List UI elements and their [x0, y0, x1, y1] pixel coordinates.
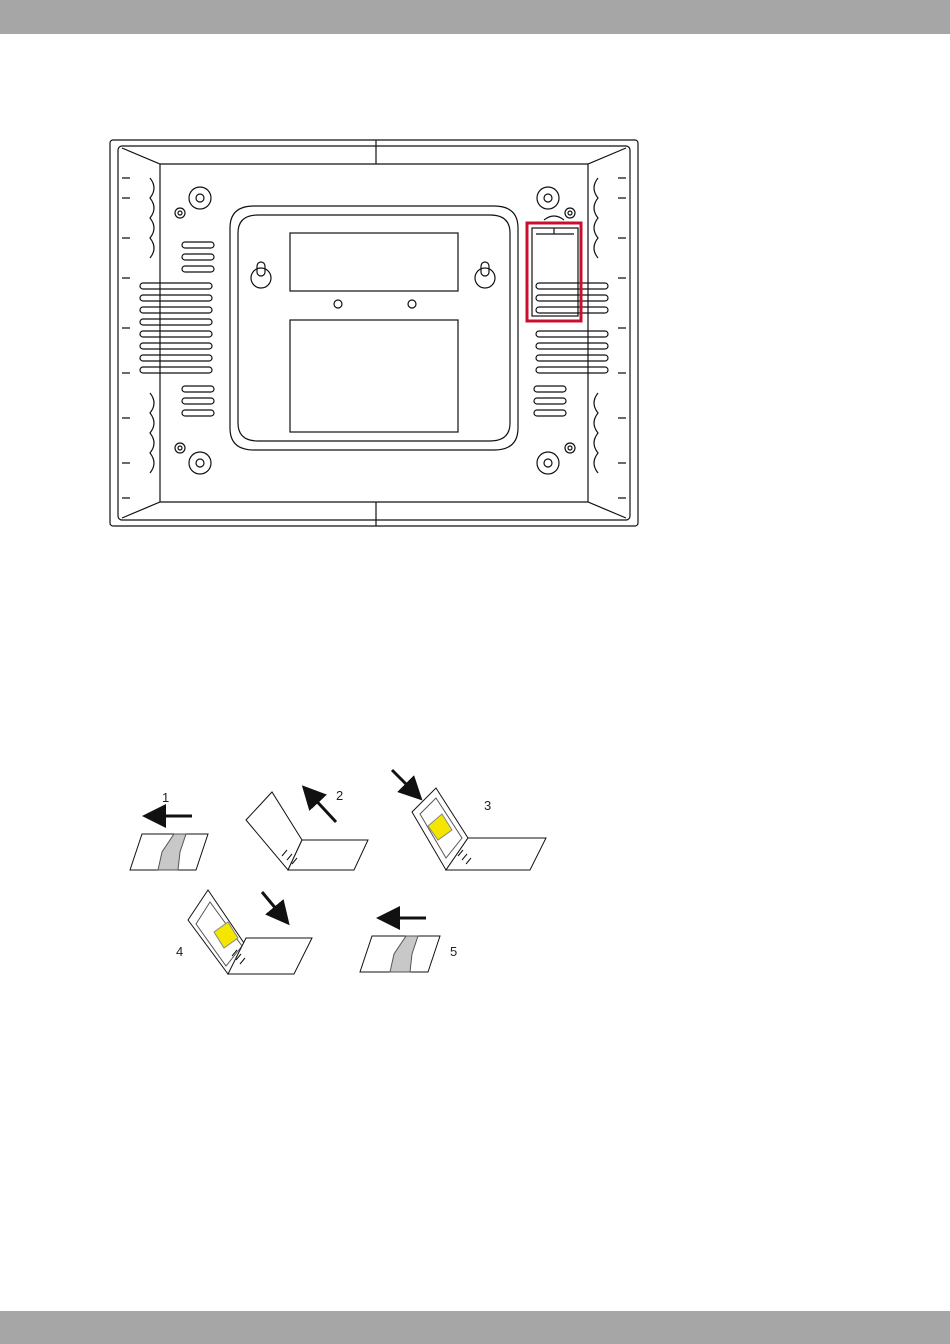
router-center-panel	[230, 206, 518, 450]
step-2-arrow-icon	[310, 794, 336, 822]
header-band	[0, 0, 950, 34]
step-2-diagram: 2	[246, 788, 368, 870]
router-bottom-svg	[108, 138, 643, 530]
step-4-arrow-icon	[262, 892, 282, 916]
step-3-diagram: 3	[392, 770, 546, 870]
router-label-bottom	[290, 320, 458, 432]
step-1-number: 1	[162, 790, 169, 805]
step-3-arrow-icon	[392, 770, 414, 792]
router-label-top	[290, 233, 458, 291]
step-4-diagram: 4	[176, 890, 312, 974]
footer-band	[0, 1311, 950, 1344]
foot-icons	[175, 187, 575, 474]
right-vent-slots	[534, 283, 608, 416]
router-bottom-view-figure	[108, 138, 643, 530]
sim-insertion-steps-figure: 1 2 3 4 5	[122, 760, 552, 982]
sim-steps-svg: 1 2 3 4 5	[122, 760, 552, 982]
keyhole-right-icon	[475, 262, 495, 288]
step-2-number: 2	[336, 788, 343, 803]
step-3-number: 3	[484, 798, 491, 813]
keyhole-left-icon	[251, 262, 271, 288]
step-5-diagram: 5	[360, 918, 457, 972]
sim-slot-highlight	[527, 223, 581, 321]
step-4-number: 4	[176, 944, 183, 959]
left-vent-slots	[140, 242, 214, 416]
step-1-diagram: 1	[130, 790, 208, 870]
step-5-number: 5	[450, 944, 457, 959]
